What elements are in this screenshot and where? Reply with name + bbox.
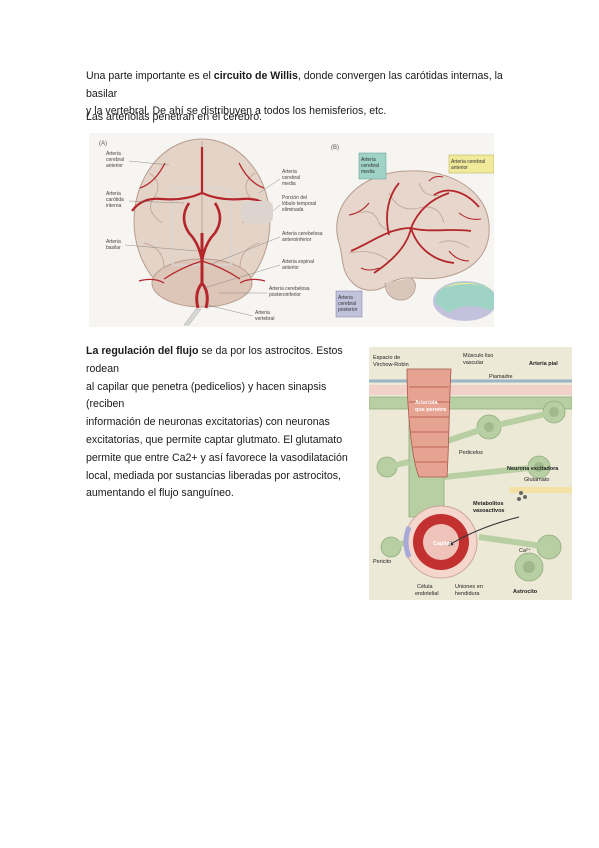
label-vertebral-1: Arteria (255, 310, 270, 316)
label-uniones-1: Uniones en (455, 584, 483, 590)
label-ica-1: Arteria (106, 191, 121, 197)
paragraph-circle-of-willis: Una parte importante es el circuito de W… (86, 68, 526, 121)
brain-arteries-illustration: (A) Arteria cerebral anterior Arteria ca… (99, 138, 494, 326)
box-aca: Arteria cerebral anterior (448, 154, 494, 174)
label-neurona: Neurona excitadora (507, 466, 559, 472)
p1-line-2: y la vertebral. De ahí se distribuyen a … (86, 105, 387, 117)
label-vertebral-2: vertebral (255, 316, 274, 322)
p3-bold-term: regulación del flujo (101, 345, 199, 357)
figure-brain-arteries: (A) Arteria cerebral anterior Arteria ca… (89, 133, 494, 327)
label-aca-3: anterior (106, 163, 123, 169)
box-pca-2: cerebral (338, 301, 356, 307)
p1-bold-term: circuito de Willis (213, 70, 298, 82)
label-piamadre: Piamadre (489, 374, 513, 380)
label-celula-2: endotelial (415, 591, 439, 597)
label-metabolitos-1: Metabolitos (473, 501, 504, 507)
label-basilar-1: Arteria (106, 239, 121, 245)
p3-line-6: local, mediada por sustancias liberadas … (86, 469, 341, 482)
territory-map (433, 281, 494, 321)
label-pial-artery: Arteria pial (529, 361, 558, 367)
label-temporal-1: Porción del (282, 195, 307, 201)
label-arteriola-2: que penetra (415, 407, 447, 413)
label-celula-1: Célula (417, 584, 434, 590)
label-astrocito: Astrocito (513, 589, 538, 595)
label-mca-1: Arteria (282, 169, 297, 175)
label-spinal-1: Arteria espinal (282, 259, 314, 265)
label-ica-3: interna (106, 203, 122, 209)
label-ca: Ca²⁺ (519, 547, 531, 554)
label-aca-1: Arteria (106, 151, 121, 157)
box-aca-1: Arteria cerebral (451, 159, 485, 165)
label-aca-2: cerebral (106, 157, 124, 163)
p3-line-7: aumentando el flujo sanguíneo. (86, 487, 234, 500)
label-muscle-2: vascular (463, 360, 484, 366)
box-mca: Arteria cerebral media (358, 152, 387, 180)
p3-line-5: permite que entre Ca2+ y así favorece la… (86, 451, 348, 464)
panel-a-label: (A) (99, 141, 107, 147)
label-muscle-1: Músculo liso (463, 353, 493, 359)
paragraph-flow-regulation: La regulación del flujo se da por los as… (86, 343, 361, 503)
p3-line-3: información de neuronas excitatorias) co… (86, 416, 330, 429)
label-temporal-2: lóbulo temporal (282, 201, 316, 207)
figure-neurovascular-unit: Espacio de Virchow-Robin Músculo liso va… (369, 347, 572, 600)
p1-text-1: Una parte importante es el (86, 70, 214, 82)
label-pica-2: posteroinferior (269, 292, 301, 298)
lateral-brain (336, 170, 490, 301)
label-pericito: Pericito (373, 559, 391, 565)
label-mca-2: cerebral (282, 175, 300, 181)
label-ica-2: carótida (106, 197, 124, 203)
neurovascular-illustration: Espacio de Virchow-Robin Músculo liso va… (369, 347, 572, 600)
label-pedicelos: Pedicelos (459, 450, 483, 456)
label-virchow-2: Virchow-Robin (373, 362, 409, 368)
label-temporal-3: eliminada (282, 207, 304, 213)
label-uniones-2: hendidura (455, 591, 480, 597)
label-arteriola-1: Arteriola (415, 400, 439, 406)
box-pca-3: posterior (338, 307, 358, 313)
p3-line-1: se da por los astrocitos. Estos rodean (86, 345, 343, 375)
label-capilar: Capilar (433, 541, 453, 547)
ventral-brain (131, 138, 273, 326)
p2-text: Las arteriolas penetran en el cerebro. (86, 111, 263, 123)
p3-bold-la: La (86, 345, 102, 357)
p1-text-2: , donde convergen las carótidas internas… (86, 70, 503, 100)
label-aica-1: Arteria cerebelosa (282, 231, 323, 237)
label-mca-3: media (282, 181, 296, 187)
box-aca-2: anterior (451, 165, 468, 171)
label-virchow-1: Espacio de (373, 355, 400, 361)
box-mca-3: media (361, 169, 375, 175)
box-mca-1: Arteria (361, 157, 376, 163)
label-glutamato: Glutamato (524, 477, 549, 483)
label-aica-2: anteroinferior (282, 237, 312, 243)
box-pca: Arteria cerebral posterior (335, 290, 363, 318)
label-spinal-2: anterior (282, 265, 299, 271)
label-basilar-2: basilar (106, 245, 121, 251)
p3-line-2: al capilar que penetra (pedicelios) y ha… (86, 380, 327, 411)
label-metabolitos-2: vasoactivos (473, 508, 505, 514)
box-mca-2: cerebral (361, 163, 379, 169)
p3-line-4: excitatorias, que permite captar glutmat… (86, 433, 343, 446)
box-pca-1: Arteria (338, 295, 353, 301)
label-pica-1: Arteria cerebelosa (269, 286, 310, 292)
panel-b-label: (B) (331, 145, 339, 151)
paragraph-arterioles: Las arteriolas penetran en el cerebro. (86, 109, 526, 127)
